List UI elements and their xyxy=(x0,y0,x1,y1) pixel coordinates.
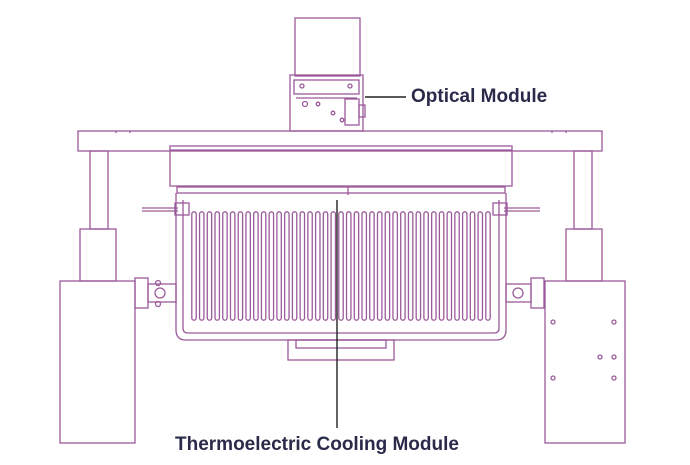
cooling-fin xyxy=(222,211,228,321)
cooling-fin xyxy=(283,211,290,321)
optical-module-label: Optical Module xyxy=(411,86,548,107)
thermoelectric-cooling-module-label: Thermoelectric Cooling Module xyxy=(175,434,459,455)
right-column xyxy=(544,150,626,444)
cooling-fin xyxy=(477,211,484,321)
cooling-fin xyxy=(206,211,213,321)
leader-lines xyxy=(336,96,406,428)
cooling-fin xyxy=(253,211,259,321)
cooling-fin xyxy=(361,211,368,321)
cooling-fin xyxy=(245,211,252,321)
cooling-fin xyxy=(446,211,453,321)
left-column xyxy=(59,150,136,444)
cooling-fin xyxy=(415,211,422,321)
cooling-fin xyxy=(430,211,437,321)
cooling-fin xyxy=(392,211,399,321)
cooling-module-housing xyxy=(134,145,545,361)
cooling-fin xyxy=(400,211,406,321)
cooling-fin xyxy=(338,211,344,321)
cooling-fin xyxy=(291,211,298,321)
cooling-fin xyxy=(454,211,460,321)
cooling-fin xyxy=(237,211,244,321)
cooling-fin xyxy=(276,211,282,321)
cooling-fin xyxy=(314,211,321,321)
cooling-fin xyxy=(469,211,476,321)
cooling-fin xyxy=(423,211,429,321)
optical-module xyxy=(289,17,366,132)
cooling-fin xyxy=(353,211,360,321)
cooling-fin xyxy=(198,211,205,321)
cooling-fin xyxy=(268,211,275,321)
cooling-fin xyxy=(376,211,383,321)
cooling-fin xyxy=(330,211,337,321)
cooling-fin xyxy=(407,211,414,321)
cooling-fin xyxy=(438,211,445,321)
cooling-fin xyxy=(307,211,313,321)
cooling-fin xyxy=(299,211,306,321)
cooling-fin xyxy=(191,211,197,321)
cooling-fin xyxy=(461,211,468,321)
cooling-fin xyxy=(260,211,267,321)
cooling-fins xyxy=(191,211,491,321)
cooling-fin xyxy=(369,211,375,321)
cooling-fin xyxy=(322,211,329,321)
cooling-fin xyxy=(384,211,391,321)
cooling-fin xyxy=(485,211,491,321)
cooling-fin xyxy=(214,211,221,321)
cooling-fin xyxy=(229,211,236,321)
cooling-fin xyxy=(345,211,352,321)
top-beam xyxy=(77,130,603,152)
